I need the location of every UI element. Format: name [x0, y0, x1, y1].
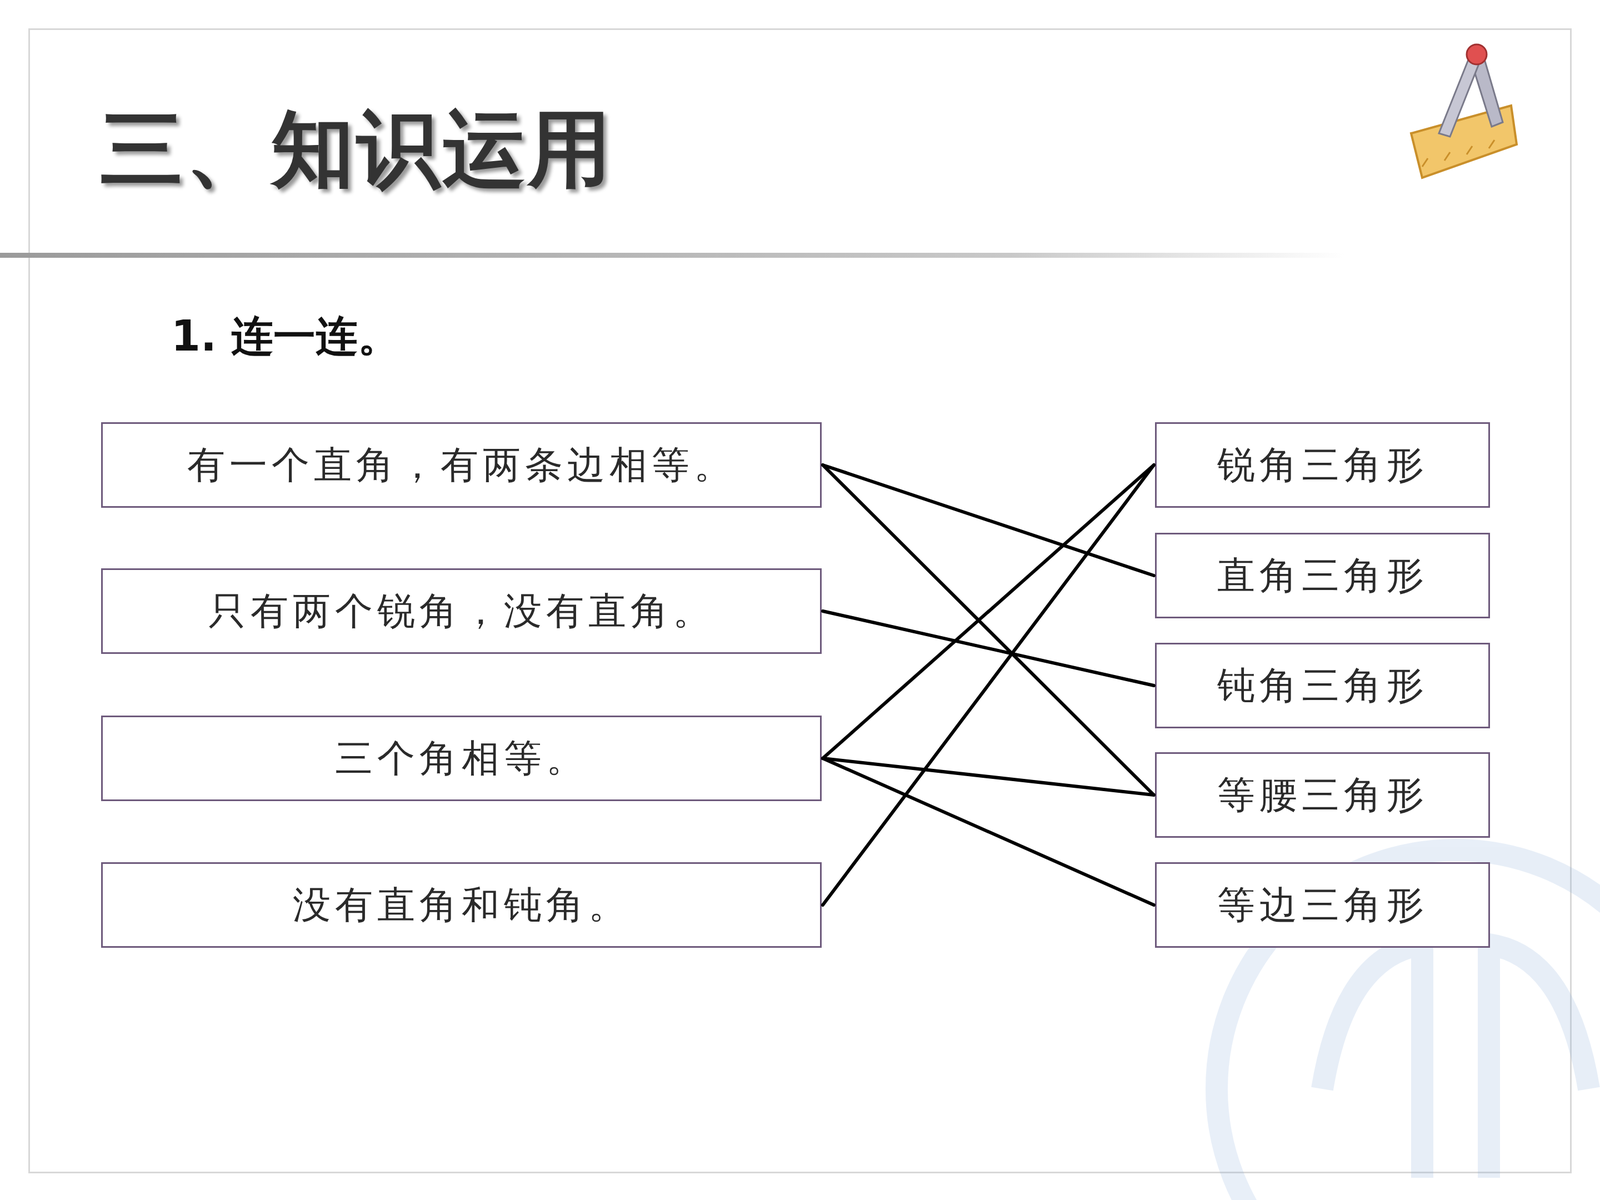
exercise-label: 1. 连一连。 — [171, 308, 400, 366]
box-text: 有一个直角，有两条边相等。 — [187, 440, 737, 491]
triangle-type-box: 等边三角形 — [1155, 862, 1490, 948]
match-line — [822, 465, 1154, 795]
slide-title: 三、知识运用 — [100, 94, 614, 207]
triangle-type-box: 锐角三角形 — [1155, 422, 1490, 508]
triangle-type-box: 钝角三角形 — [1155, 642, 1490, 729]
match-line — [822, 465, 1154, 759]
box-text: 钝角三角形 — [1217, 660, 1429, 712]
match-line — [822, 758, 1154, 795]
watermark-logo — [1216, 850, 1600, 1200]
description-box: 有一个直角，有两条边相等。 — [101, 422, 822, 508]
triangle-type-box: 直角三角形 — [1155, 532, 1490, 619]
match-line — [822, 611, 1154, 686]
box-text: 等边三角形 — [1217, 880, 1429, 931]
description-box: 没有直角和钝角。 — [101, 862, 822, 948]
description-box: 只有两个锐角，没有直角。 — [101, 568, 822, 654]
triangle-type-box: 等腰三角形 — [1155, 752, 1490, 838]
header-rule — [0, 252, 1345, 258]
box-text: 只有两个锐角，没有直角。 — [208, 586, 715, 637]
match-line — [822, 465, 1154, 905]
box-text: 直角三角形 — [1217, 550, 1429, 602]
match-line — [822, 465, 1154, 576]
tools-icon — [1411, 44, 1517, 178]
box-text: 三个角相等。 — [335, 733, 589, 784]
box-text: 没有直角和钝角。 — [292, 880, 631, 931]
box-text: 锐角三角形 — [1217, 440, 1429, 491]
box-text: 等腰三角形 — [1217, 770, 1429, 821]
description-box: 三个角相等。 — [101, 715, 822, 802]
match-line — [822, 758, 1154, 905]
